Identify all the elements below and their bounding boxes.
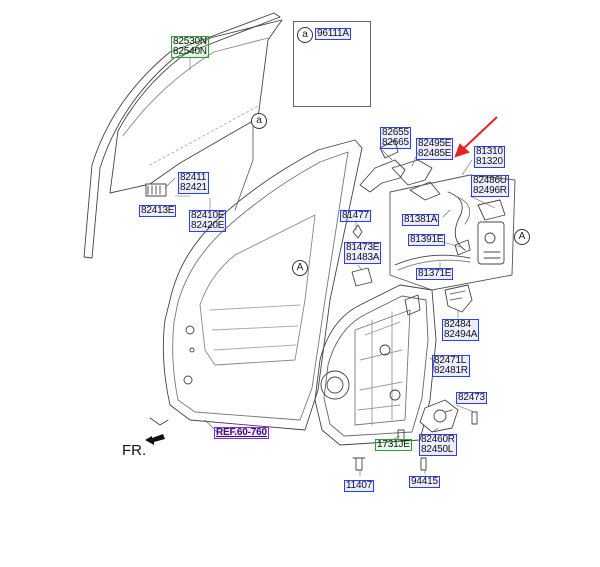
label-82410e[interactable]: 82410E 82420E — [189, 210, 227, 232]
label-82486u[interactable]: 82486U 82496R — [471, 175, 509, 197]
door-module-panel — [314, 284, 437, 446]
label-82495e-line1: 82495E — [418, 138, 452, 149]
outside-handle-bracket — [359, 159, 406, 193]
label-82473[interactable]: 82473 — [456, 392, 487, 404]
label-82460r-line1: 82460R — [421, 434, 455, 445]
latch-group-box — [389, 174, 516, 291]
ref-label[interactable]: REF.60-760 — [214, 427, 269, 439]
label-81473e-line1: 81473E — [346, 242, 380, 253]
label-82530n-line2: 82540N — [173, 46, 207, 57]
label-81391e[interactable]: 81391E — [408, 234, 446, 246]
label-82460r[interactable]: 82460R 82450L — [419, 434, 457, 456]
window-glass — [109, 19, 283, 194]
inside-handle — [444, 284, 473, 313]
label-81310[interactable]: 81310 81320 — [474, 146, 505, 168]
callout-A-door: A — [292, 260, 308, 276]
label-1731je[interactable]: 1731JE — [375, 439, 412, 451]
label-81473e[interactable]: 81473E 81483A — [344, 242, 382, 264]
label-94415[interactable]: 94415 — [409, 476, 440, 488]
label-82495e[interactable]: 82495E 82485E — [416, 138, 454, 160]
front-direction-label: FR. — [122, 442, 147, 459]
label-82471l-line1: 82471L — [434, 355, 467, 366]
label-82655-line1: 82655 — [382, 127, 409, 138]
label-82530n[interactable]: 82530N 82540N — [171, 36, 209, 58]
label-11407[interactable]: 11407 — [344, 480, 375, 492]
front-arrow — [145, 434, 165, 445]
label-82411-line1: 82411 — [180, 172, 207, 183]
latch-cover — [477, 199, 506, 221]
callout-a-sticker: a — [297, 27, 313, 43]
label-96111a[interactable]: 96111A — [315, 28, 351, 40]
label-81473e-line2: 81483A — [346, 252, 380, 263]
bolt-11407 — [352, 457, 366, 471]
label-82655[interactable]: 82655 82665 — [380, 127, 411, 149]
door-body — [162, 139, 363, 431]
label-82484[interactable]: 82484 82494A — [442, 319, 480, 341]
handle-base — [391, 159, 433, 186]
glass-run-channel — [83, 12, 281, 259]
callout-A-latch: A — [514, 229, 530, 245]
label-82484-line1: 82484 — [444, 319, 471, 330]
striker-part — [351, 267, 373, 287]
label-81477[interactable]: 81477 — [340, 210, 371, 222]
label-81310-line2: 81320 — [476, 156, 503, 167]
label-82410e-line2: 82420E — [191, 220, 225, 231]
regulator-motor — [419, 399, 459, 433]
highlight-arrow — [454, 116, 498, 158]
label-82410e-line1: 82410E — [191, 210, 225, 221]
label-82495e-line2: 82485E — [418, 148, 452, 159]
label-82484-line2: 82494A — [444, 329, 478, 340]
label-81310-line1: 81310 — [476, 146, 503, 157]
label-82471l-line2: 82481R — [434, 365, 468, 376]
callout-a-door: a — [251, 113, 267, 129]
label-82486u-line2: 82496R — [473, 185, 507, 196]
label-82460r-line2: 82450L — [421, 444, 454, 455]
label-82530n-line1: 82530N — [173, 36, 207, 47]
label-82486u-line1: 82486U — [473, 175, 507, 186]
label-81371e[interactable]: 81371E — [416, 268, 454, 280]
label-82471l[interactable]: 82471L 82481R — [432, 355, 470, 377]
label-82411[interactable]: 82411 82421 — [178, 172, 209, 194]
label-81381a[interactable]: 81381A — [402, 214, 440, 226]
label-82655-line2: 82665 — [382, 137, 409, 148]
label-82413e[interactable]: 82413E — [139, 205, 177, 217]
screw-94415 — [420, 457, 427, 471]
screw-82473 — [471, 411, 478, 425]
label-82411-line2: 82421 — [180, 182, 207, 193]
